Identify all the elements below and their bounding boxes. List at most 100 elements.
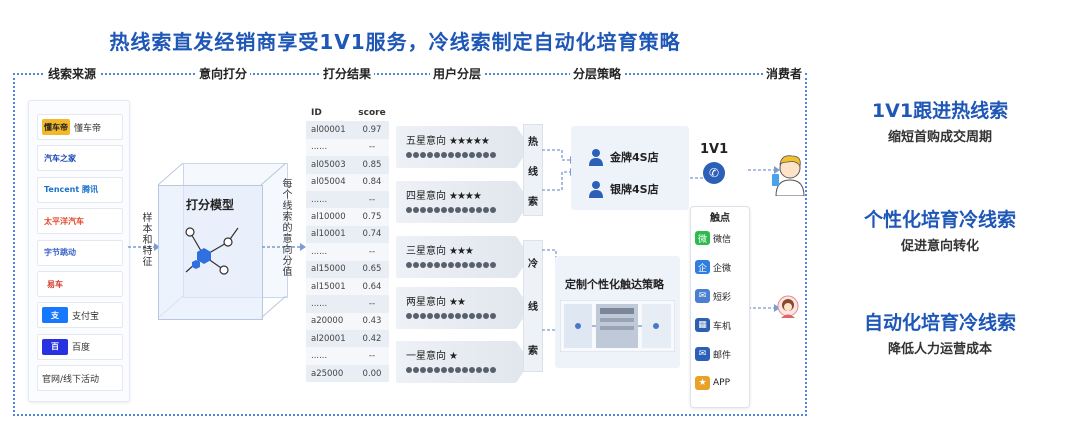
person-dot bbox=[441, 152, 447, 158]
touchpoint-title: 触点 bbox=[710, 213, 730, 224]
touchpoint-icon: ▦ bbox=[695, 318, 710, 332]
person-dot bbox=[441, 367, 447, 373]
person-dot bbox=[406, 262, 412, 268]
cell-id: a20000 bbox=[311, 316, 344, 327]
cell-score: 0.42 bbox=[362, 333, 382, 344]
touchpoint-item: 微微信 bbox=[695, 231, 747, 245]
person-dot bbox=[420, 313, 426, 319]
person-dot bbox=[427, 367, 433, 373]
cell-score: 0.97 bbox=[362, 125, 382, 136]
source-label: 官网/线下活动 bbox=[42, 374, 100, 385]
dealer-silver-label: 银牌4S店 bbox=[610, 183, 659, 196]
cell-score: 0.64 bbox=[362, 281, 382, 292]
person-dot bbox=[406, 313, 412, 319]
person-dot bbox=[455, 262, 461, 268]
cell-id: al10001 bbox=[311, 229, 346, 240]
person-dot bbox=[483, 262, 489, 268]
person-dot bbox=[490, 207, 496, 213]
person-dot bbox=[448, 262, 454, 268]
cell-id: al15001 bbox=[311, 281, 346, 292]
touchpoint-icon: ✉ bbox=[695, 289, 710, 303]
person-dot bbox=[483, 313, 489, 319]
source-label: 懂车帝 bbox=[74, 123, 102, 134]
touchpoint-icon: ★ bbox=[695, 376, 710, 390]
person-dot bbox=[441, 262, 447, 268]
cell-id: al05004 bbox=[311, 177, 346, 188]
cell-score: 0.74 bbox=[362, 229, 382, 240]
stage-tier-strategy: 分层策略 bbox=[570, 65, 625, 82]
result-auto-sub: 降低人力运营成本 bbox=[887, 342, 992, 357]
dealer-silver: 银牌4S店 bbox=[588, 180, 659, 198]
touchpoint-label: 车机 bbox=[713, 321, 732, 332]
cell-id: ...... bbox=[311, 246, 328, 257]
source-label: 百度 bbox=[72, 343, 91, 354]
person-dot bbox=[441, 313, 447, 319]
table-row: a25000 0.00 bbox=[306, 364, 389, 383]
cell-id: ...... bbox=[311, 298, 328, 309]
tier-people bbox=[406, 313, 496, 319]
result-cold-sub: 促进意向转化 bbox=[900, 239, 979, 254]
tier-label: 一星意向★ bbox=[406, 347, 496, 373]
strategy-screenshot-thumb bbox=[560, 300, 675, 352]
result-hot-main: 1V1跟进热线索 bbox=[871, 100, 1009, 122]
tier-name: 四星意向 bbox=[406, 191, 446, 202]
tier-label: 三星意向★★★ bbox=[406, 242, 496, 268]
source-logo: 字节跳动 bbox=[42, 244, 78, 261]
arrow-to-model bbox=[128, 243, 160, 251]
source-item: 太平洋汽车 bbox=[37, 208, 123, 235]
person-dot bbox=[420, 207, 426, 213]
person-dot bbox=[413, 367, 419, 373]
person-dot bbox=[490, 152, 496, 158]
touchpoint-item: ✉短彩 bbox=[695, 289, 747, 303]
stage-consumer: 消费者 bbox=[763, 65, 806, 82]
source-item: 支支付宝 bbox=[37, 302, 123, 329]
table-row: al00001 0.97 bbox=[306, 121, 389, 139]
result-hot-sub: 缩短首购成交周期 bbox=[887, 130, 992, 145]
cell-id: a25000 bbox=[311, 368, 344, 379]
model-label: 打分模型 bbox=[186, 198, 235, 212]
person-dot bbox=[406, 152, 412, 158]
person-dot bbox=[413, 313, 419, 319]
person-dot bbox=[469, 367, 475, 373]
cell-score: -- bbox=[368, 246, 376, 257]
tier-band: 四星意向★★★★ bbox=[396, 181, 530, 223]
cell-score: -- bbox=[368, 351, 376, 362]
table-row: al15001 0.64 bbox=[306, 277, 389, 296]
touchpoint-item: ★APP bbox=[695, 376, 747, 390]
hot-lead-column: 热 线 索 bbox=[523, 124, 543, 216]
sample-feature-label: 样本和特征 bbox=[140, 212, 151, 267]
tier-band: 一星意向★ bbox=[396, 341, 530, 383]
touchpoint-icon: 企 bbox=[695, 260, 710, 274]
tier-name: 五星意向 bbox=[406, 136, 446, 147]
person-dot bbox=[455, 313, 461, 319]
person-dot bbox=[434, 207, 440, 213]
cell-id: al10000 bbox=[311, 212, 346, 223]
source-logo: 百 bbox=[42, 338, 68, 355]
person-dot bbox=[490, 262, 496, 268]
cell-score: 0.00 bbox=[362, 368, 382, 379]
cell-id: ...... bbox=[311, 351, 328, 362]
cell-id: al05003 bbox=[311, 159, 346, 170]
result-auto-main: 自动化培育冷线索 bbox=[863, 312, 1016, 334]
tier-band: 三星意向★★★ bbox=[396, 236, 530, 278]
person-dot bbox=[420, 367, 426, 373]
strategy-label: 定制个性化触达策略 bbox=[565, 278, 664, 291]
table-row: ...... -- bbox=[306, 243, 389, 261]
cell-id: al00001 bbox=[311, 125, 346, 136]
person-dot bbox=[434, 152, 440, 158]
person-icon bbox=[588, 180, 604, 198]
person-dot bbox=[455, 367, 461, 373]
tier-name: 两星意向 bbox=[406, 297, 446, 308]
result-cold-main: 个性化培育冷线索 bbox=[863, 209, 1016, 231]
tier-label: 五星意向★★★★★ bbox=[406, 132, 496, 158]
source-logo: Tencent 腾讯 bbox=[42, 181, 100, 198]
flow-frame bbox=[13, 73, 807, 416]
table-row: ......-- bbox=[306, 295, 389, 313]
person-dot bbox=[455, 152, 461, 158]
person-dot bbox=[427, 152, 433, 158]
touchpoint-panel: 触点 微微信企企微✉短彩▦车机✉邮件★APP bbox=[690, 206, 750, 408]
tier-band: 五星意向★★★★★ bbox=[396, 126, 530, 168]
person-dot bbox=[448, 367, 454, 373]
